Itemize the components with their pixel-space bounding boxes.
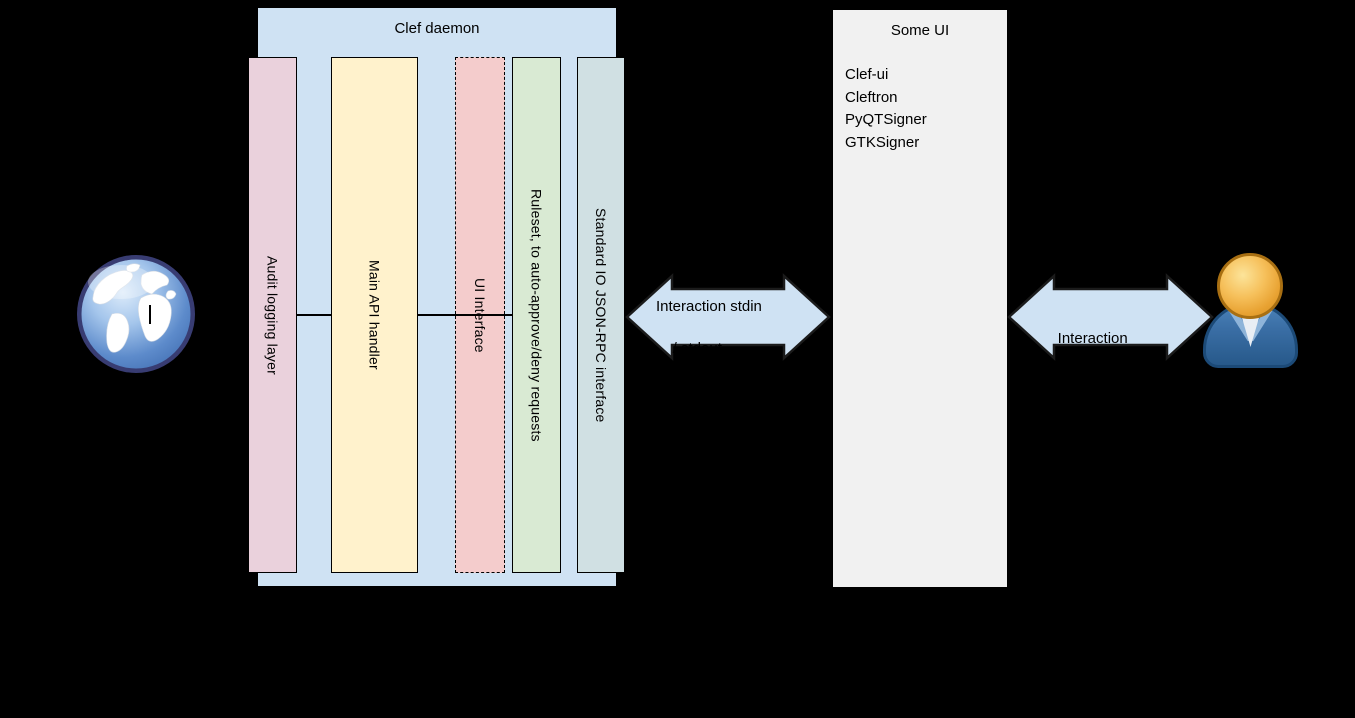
some-ui-item-clef-ui: Clef-ui	[845, 66, 889, 83]
some-ui-box	[832, 9, 1008, 588]
connector-line-api-ruleset	[417, 314, 513, 316]
user-icon	[1200, 252, 1304, 370]
some-ui-item-pyqtsigner: PyQTSigner	[845, 111, 927, 128]
some-ui-item-cleftron: Cleftron	[845, 88, 898, 106]
layer-main-api-handler-label: Main API handler	[366, 260, 383, 370]
layer-stdio-jsonrpc-label: Standard IO JSON-RPC interface	[593, 207, 609, 423]
user-icon-head	[1217, 253, 1283, 319]
stdio-interaction-arrow-icon	[625, 273, 831, 361]
layer-audit-logging: Audit logging layer	[248, 57, 297, 573]
some-ui-list: Clef-ui Cleftron PyQTSigner GTKSigner	[845, 64, 995, 154]
globe-connector-stub	[149, 305, 151, 324]
stdio-arrow-label-line2: / stdout	[672, 340, 722, 357]
connector-line-audit-api	[297, 314, 332, 316]
stdio-arrow-label-line1: Interaction stdin	[656, 298, 762, 315]
some-ui-item-gtksigner: GTKSigner	[845, 133, 920, 151]
user-arrow-label-text: Interaction	[1057, 330, 1128, 347]
user-interaction-arrow-icon	[1007, 273, 1214, 361]
some-ui-title: Some UI	[890, 22, 950, 39]
layer-audit-logging-label: Audit logging layer	[264, 255, 281, 375]
stdio-arrow-label: Interaction stdin / stdout	[656, 296, 762, 380]
layer-ruleset-label: Ruleset, to auto-approve/deny requests	[528, 188, 545, 442]
layer-main-api-handler: Main API handler	[331, 57, 418, 573]
clef-daemon-box	[257, 7, 617, 587]
user-arrow-label: Interaction	[1041, 307, 1128, 370]
globe-icon	[77, 255, 195, 373]
layer-ruleset: Ruleset, to auto-approve/deny requests	[512, 57, 561, 573]
layer-stdio-jsonrpc: Standard IO JSON-RPC interface	[577, 57, 625, 573]
clef-daemon-title: Clef daemon	[394, 20, 480, 37]
